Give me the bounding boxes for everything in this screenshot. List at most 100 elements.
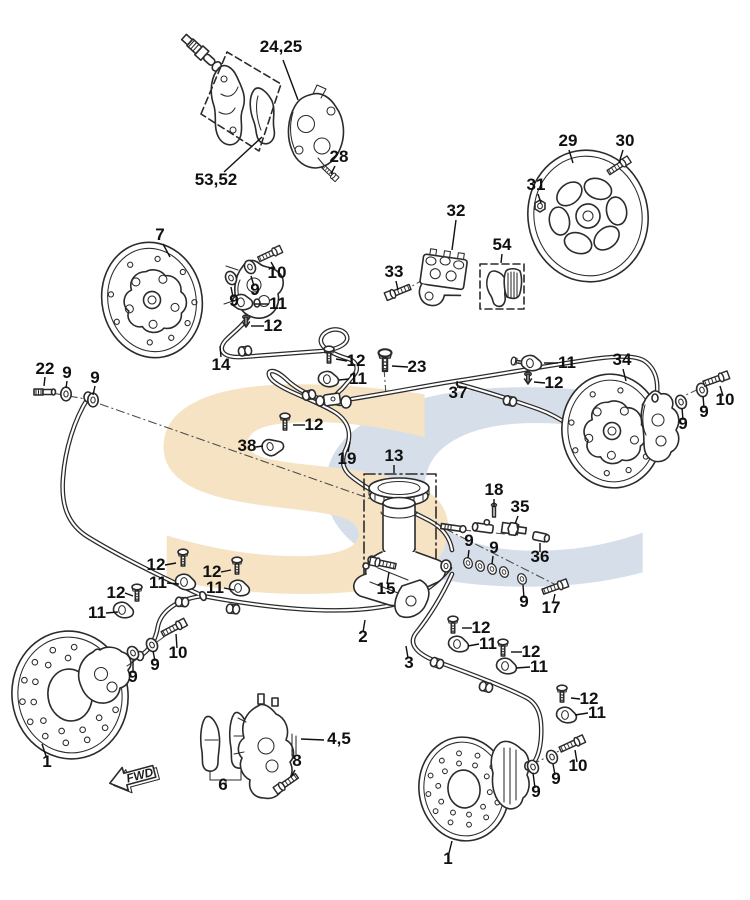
callout-label-10: 10 xyxy=(169,643,188,662)
callout-leader-31 xyxy=(537,193,542,204)
callout-label-32: 32 xyxy=(447,201,466,220)
callout-label-12: 12 xyxy=(545,373,564,392)
stud-22 xyxy=(33,388,57,396)
callout-label-4,5: 4,5 xyxy=(327,729,351,748)
callout-leader-12 xyxy=(220,569,232,573)
callout-label-9: 9 xyxy=(678,414,687,433)
callout-leader-1 xyxy=(41,743,47,757)
bottom-right-caliper xyxy=(490,740,532,810)
callout-leader-34 xyxy=(622,368,627,382)
callout-leader-11 xyxy=(467,643,480,647)
callout-label-3: 3 xyxy=(404,653,413,672)
callout-label-12: 12 xyxy=(522,642,541,661)
hose-clamp-icon xyxy=(501,394,519,408)
callout-label-35: 35 xyxy=(511,497,530,516)
callout-leader-12 xyxy=(124,592,134,597)
callout-leader-10 xyxy=(574,749,578,763)
callout-leader-28 xyxy=(330,165,336,175)
callout-label-9: 9 xyxy=(128,667,137,686)
callout-label-10: 10 xyxy=(268,263,287,282)
bottom-left-disc-1 xyxy=(11,630,145,760)
bottom-right-disc-1 xyxy=(418,736,532,842)
fwd-label: FWD xyxy=(125,765,155,786)
callout-leader-32 xyxy=(451,219,457,251)
callout-label-10: 10 xyxy=(569,756,588,775)
brake-pad xyxy=(199,715,221,772)
washer-9 xyxy=(543,747,561,767)
callout-leader-9 xyxy=(250,275,255,287)
hose-clamp-icon xyxy=(174,596,190,608)
callout-leader-17 xyxy=(552,593,556,604)
callout-leader-11 xyxy=(166,582,180,585)
callout-label-12: 12 xyxy=(147,555,166,574)
callout-leader-7 xyxy=(162,243,171,258)
callout-label-29: 29 xyxy=(559,131,578,150)
caliper-body-4-5 xyxy=(233,693,297,800)
rear-disc-34-assembly xyxy=(561,373,680,489)
valve-32-assembly xyxy=(383,248,525,310)
pad-set-box-54 xyxy=(479,263,525,310)
callout-label-12: 12 xyxy=(203,562,222,581)
callout-leader-15 xyxy=(386,571,390,585)
callout-label-9: 9 xyxy=(62,363,71,382)
rear-caliper xyxy=(640,390,680,463)
pad-bracket-line xyxy=(209,769,242,787)
callout-label-54: 54 xyxy=(493,235,512,254)
hose-clamp-icon xyxy=(428,655,446,671)
callout-label-24,25: 24,25 xyxy=(260,37,303,56)
callout-label-9: 9 xyxy=(464,531,473,550)
callout-label-12: 12 xyxy=(347,351,366,370)
callout-leader-11 xyxy=(223,587,235,591)
callout-label-34: 34 xyxy=(613,350,632,369)
callout-leader-37 xyxy=(456,380,459,389)
callout-leader-12 xyxy=(164,562,177,566)
hose-clamp-icon xyxy=(237,344,253,358)
hose-clamp-icon xyxy=(300,388,318,402)
callout-leader-9 xyxy=(230,286,234,298)
callout-leader-9 xyxy=(92,385,96,396)
callout-label-9: 9 xyxy=(250,280,259,299)
callout-label-11: 11 xyxy=(269,294,287,313)
hose-clamp-icon xyxy=(225,603,241,615)
washer-9 xyxy=(87,392,99,408)
grommet-11 xyxy=(555,706,578,724)
callout-label-28: 28 xyxy=(330,147,349,166)
callout-leader-54 xyxy=(500,253,503,264)
callout-label-12: 12 xyxy=(264,316,283,335)
callout-leader-11 xyxy=(574,712,589,716)
callout-label-15: 15 xyxy=(377,579,396,598)
callout-label-9: 9 xyxy=(519,592,528,611)
callout-label-13: 13 xyxy=(385,446,404,465)
callout-leader-9 xyxy=(65,380,68,389)
callout-label-8: 8 xyxy=(292,751,301,770)
callout-leader-30 xyxy=(618,149,624,164)
callout-leader-12 xyxy=(335,358,348,362)
callout-leader-1 xyxy=(448,840,453,854)
bolt-33 xyxy=(383,282,413,302)
washer-9 xyxy=(672,393,690,411)
callout-label-22: 22 xyxy=(36,359,55,378)
callout-label-12: 12 xyxy=(580,689,599,708)
callout-label-2: 2 xyxy=(358,627,367,646)
callout-label-31: 31 xyxy=(527,175,546,194)
pad-set-box-53-52 xyxy=(200,51,282,152)
callout-leader-19 xyxy=(347,441,351,453)
callout-leader-12 xyxy=(570,697,581,700)
bleed-screw xyxy=(180,33,222,72)
bolt-10 xyxy=(256,244,284,264)
callout-leader-2 xyxy=(362,619,366,633)
callout-leader-9 xyxy=(467,549,470,559)
callout-leader-9 xyxy=(681,407,684,421)
callout-label-11: 11 xyxy=(149,573,167,592)
callout-label-38: 38 xyxy=(238,436,257,455)
callout-leader-22 xyxy=(43,376,46,387)
callout-label-36: 36 xyxy=(531,547,550,566)
callout-label-9: 9 xyxy=(229,291,238,310)
caliper-4-5-assembly xyxy=(199,693,301,800)
callout-leader-11 xyxy=(105,611,119,614)
callout-label-11: 11 xyxy=(349,369,367,388)
callout-label-1: 1 xyxy=(42,752,51,771)
callout-label-14: 14 xyxy=(212,355,231,374)
